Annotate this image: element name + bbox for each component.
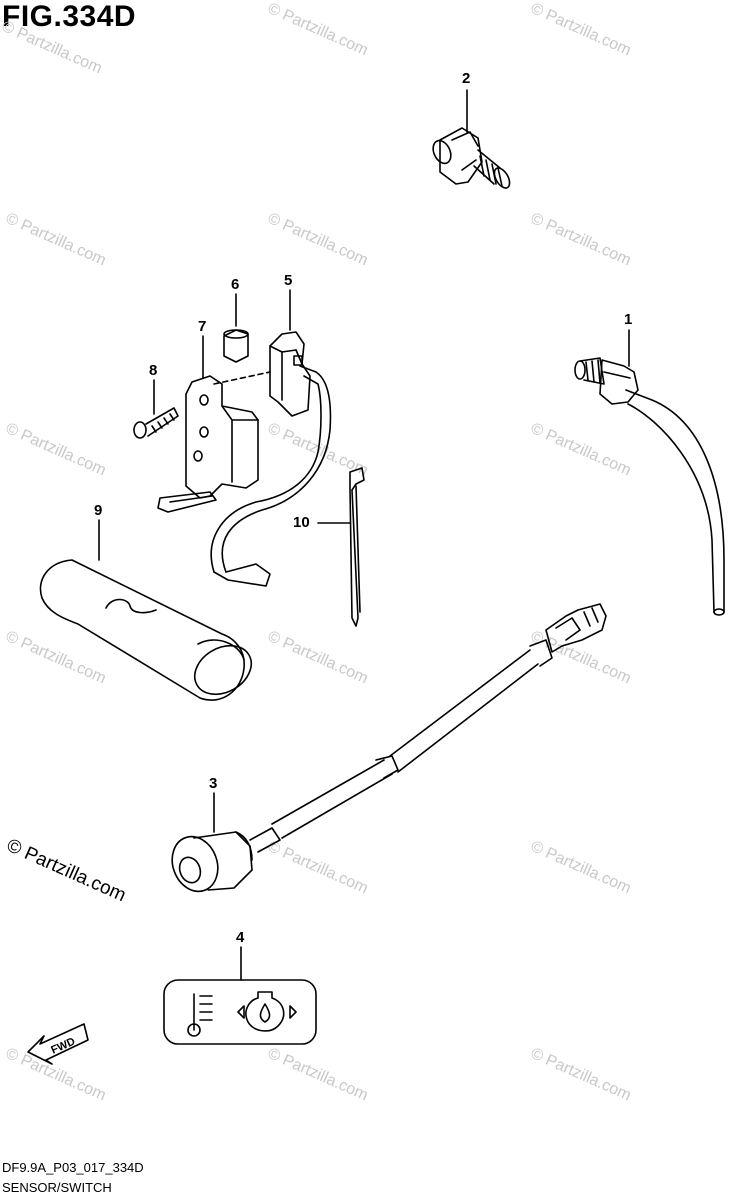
callout-7: 7: [198, 318, 207, 335]
callout-2: 2: [462, 70, 471, 87]
callout-4: 4: [236, 929, 245, 946]
part-3-harness: [171, 603, 607, 893]
footer-code: DF9.9A_P03_017_334D: [2, 1160, 144, 1175]
footer-caption: SENSOR/SWITCH: [2, 1180, 112, 1195]
figure-title: FIG.334D: [2, 0, 137, 33]
part-5-switch: [210, 289, 332, 587]
part-7-bracket: [157, 335, 259, 513]
callout-6: 6: [231, 276, 240, 293]
part-10-tie: [317, 467, 365, 627]
callout-5: 5: [284, 272, 293, 289]
part-4-label: [163, 946, 317, 1045]
part-9-sleeve: [39, 519, 253, 701]
callout-1: 1: [624, 311, 633, 328]
part-6-spacer: [223, 293, 249, 363]
callout-10: 10: [293, 514, 310, 531]
callout-9: 9: [94, 502, 103, 519]
part-2-sensor: [432, 89, 511, 189]
part-1-sensor: [574, 329, 725, 616]
callout-8: 8: [149, 362, 158, 379]
fwd-arrow-icon: FWD: [27, 1023, 89, 1065]
callout-3: 3: [209, 775, 218, 792]
part-8-screw: [133, 379, 179, 439]
